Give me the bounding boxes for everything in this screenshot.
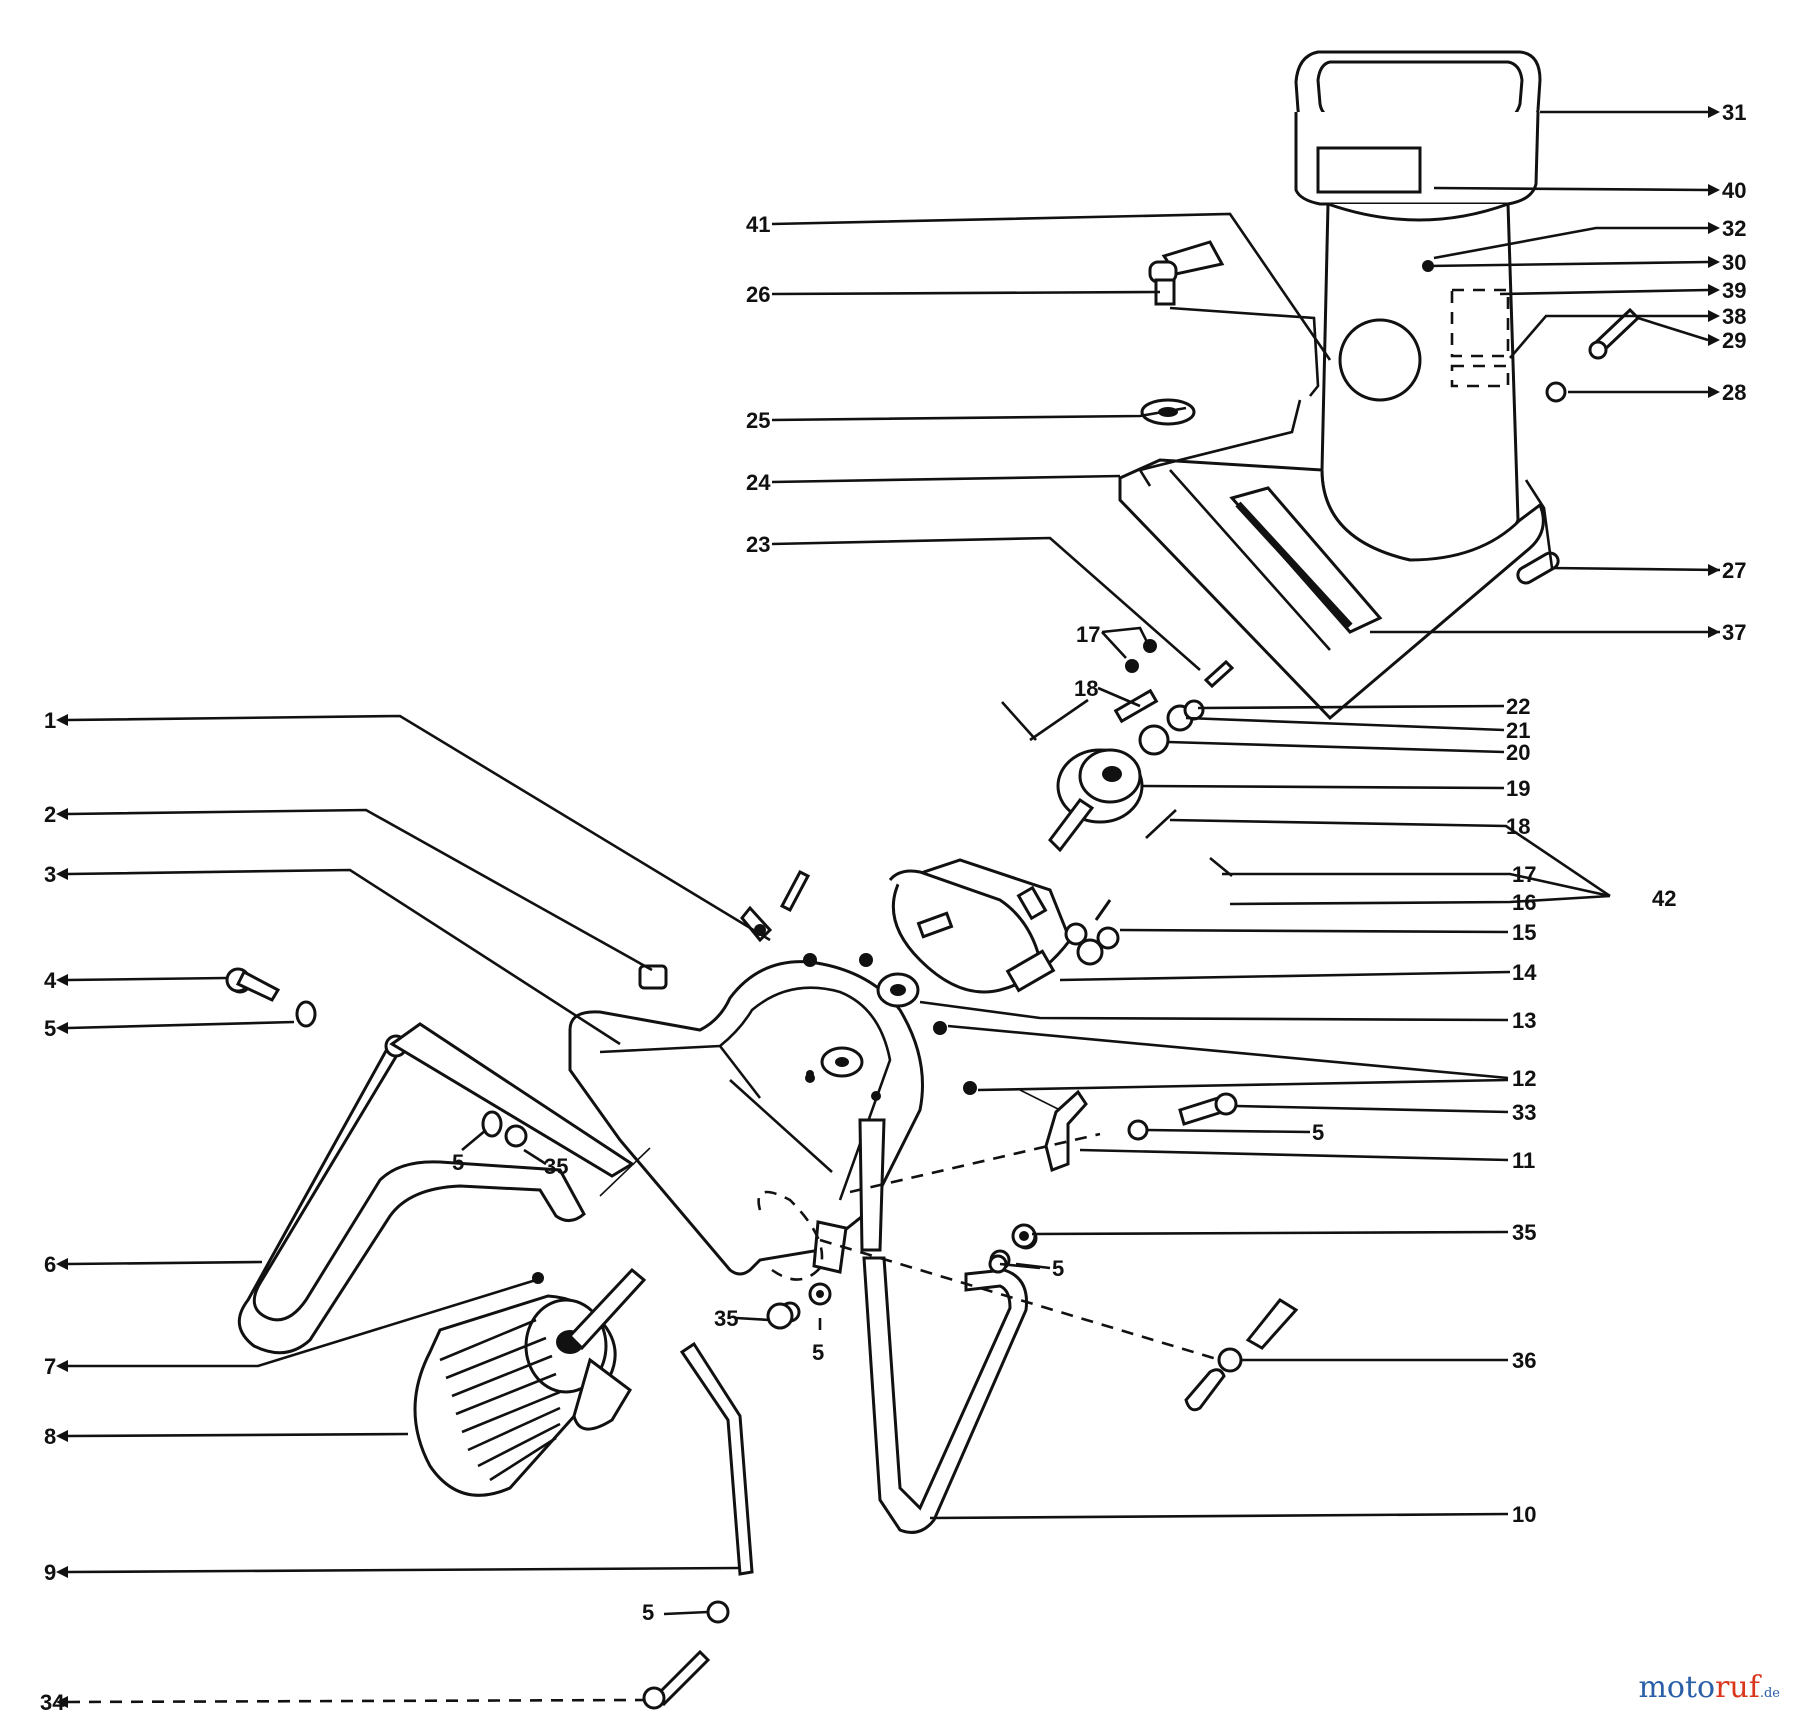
callout-5-leg: 5 xyxy=(452,1150,464,1175)
callout-6: 6 xyxy=(44,1252,56,1277)
nut-28-part xyxy=(1545,381,1567,403)
hopper-cover-part xyxy=(1294,50,1542,206)
callout-13: 13 xyxy=(1512,1008,1536,1033)
callout-20: 20 xyxy=(1506,740,1530,765)
pin-27-part xyxy=(1516,551,1560,585)
callout-25: 25 xyxy=(746,408,770,433)
main-housing-part xyxy=(568,960,924,1276)
watermark-part-b: ruf xyxy=(1715,1670,1760,1705)
callout-42: 42 xyxy=(1652,886,1676,911)
motor-cooling-fins xyxy=(439,1318,561,1482)
callout-22: 22 xyxy=(1506,694,1530,719)
pulley-part xyxy=(1048,748,1144,853)
leg-frame-10-part xyxy=(862,1256,1029,1534)
callout-35-right: 35 xyxy=(1512,1220,1536,1245)
callout-7: 7 xyxy=(44,1354,56,1379)
watermark-part-a: moto xyxy=(1638,1670,1716,1705)
callout-40: 40 xyxy=(1722,178,1746,203)
callout-27: 27 xyxy=(1722,558,1746,583)
callout-33: 33 xyxy=(1512,1100,1536,1125)
callout-5-foot: 5 xyxy=(642,1600,654,1625)
bolt-34-part xyxy=(642,1649,711,1710)
callout-37: 37 xyxy=(1722,620,1746,645)
callout-5-mid: 5 xyxy=(1052,1256,1064,1281)
callout-32: 32 xyxy=(1722,216,1746,241)
chute-housing-part xyxy=(1118,458,1545,721)
callout-15: 15 xyxy=(1512,920,1536,945)
callout-34: 34 xyxy=(40,1690,65,1715)
callout-35-bottom: 35 xyxy=(714,1306,738,1331)
callout-8: 8 xyxy=(44,1424,56,1449)
callout-21: 21 xyxy=(1506,718,1530,743)
label-plate-part xyxy=(1316,146,1422,194)
callout-35-leg: 35 xyxy=(544,1154,568,1179)
watermark-logo: motoruf.de xyxy=(1638,1670,1780,1705)
callout-17-top: 17 xyxy=(1076,622,1100,647)
callout-31: 31 xyxy=(1722,100,1746,125)
callout-23: 23 xyxy=(746,532,770,557)
callout-11: 11 xyxy=(1512,1148,1535,1173)
callout-26: 26 xyxy=(746,282,770,307)
nut-22-part xyxy=(1183,699,1205,721)
callout-5-left: 5 xyxy=(44,1016,56,1041)
switch-part xyxy=(1148,240,1225,306)
leg-9-part xyxy=(679,1341,754,1576)
callout-1: 1 xyxy=(44,708,56,733)
callout-16: 16 xyxy=(1512,890,1536,915)
bolt-33-part xyxy=(1178,1092,1238,1126)
cutter-disc-part xyxy=(888,858,1072,994)
clamp-2-part xyxy=(638,964,668,990)
callout-39: 39 xyxy=(1722,278,1746,303)
callout-17: 17 xyxy=(1512,862,1536,887)
callout-10: 10 xyxy=(1512,1502,1536,1527)
callout-5-right: 5 xyxy=(1312,1120,1324,1145)
arrowheads xyxy=(56,106,1720,1708)
bracket-1-part xyxy=(740,905,773,943)
spacer-20-part xyxy=(1138,724,1170,756)
callout-24: 24 xyxy=(746,470,771,495)
callout-36: 36 xyxy=(1512,1348,1536,1373)
leader-lines xyxy=(67,110,1721,1704)
wheel-axle-36-part xyxy=(1184,1298,1299,1412)
nut-35c-part xyxy=(766,1302,794,1330)
callout-19: 19 xyxy=(1506,776,1530,801)
callout-5-bottom: 5 xyxy=(812,1340,824,1365)
handle-11-part xyxy=(1044,1089,1088,1172)
callout-2: 2 xyxy=(44,802,56,827)
viewing-window-part xyxy=(1338,318,1422,402)
callout-18: 18 xyxy=(1506,814,1530,839)
callout-18-top: 18 xyxy=(1074,676,1098,701)
callout-4: 4 xyxy=(44,968,57,993)
callout-labels: 31 40 41 32 30 39 38 29 26 28 25 24 23 2… xyxy=(40,100,1746,1715)
clip-18-part xyxy=(1113,688,1159,724)
callout-41: 41 xyxy=(746,212,770,237)
crossbar-part xyxy=(389,1022,635,1178)
callout-28: 28 xyxy=(1722,380,1746,405)
bolt-4-part xyxy=(225,967,281,1002)
hopper-tube-part xyxy=(1320,202,1520,563)
callout-29: 29 xyxy=(1722,328,1746,353)
callout-14: 14 xyxy=(1512,960,1537,985)
watermark-suffix: .de xyxy=(1759,1686,1780,1701)
callout-3: 3 xyxy=(44,862,56,887)
callout-30: 30 xyxy=(1722,250,1746,275)
motor-part xyxy=(413,1267,647,1497)
callout-9: 9 xyxy=(44,1560,56,1585)
callout-12: 12 xyxy=(1512,1066,1536,1091)
callout-38: 38 xyxy=(1722,304,1746,329)
